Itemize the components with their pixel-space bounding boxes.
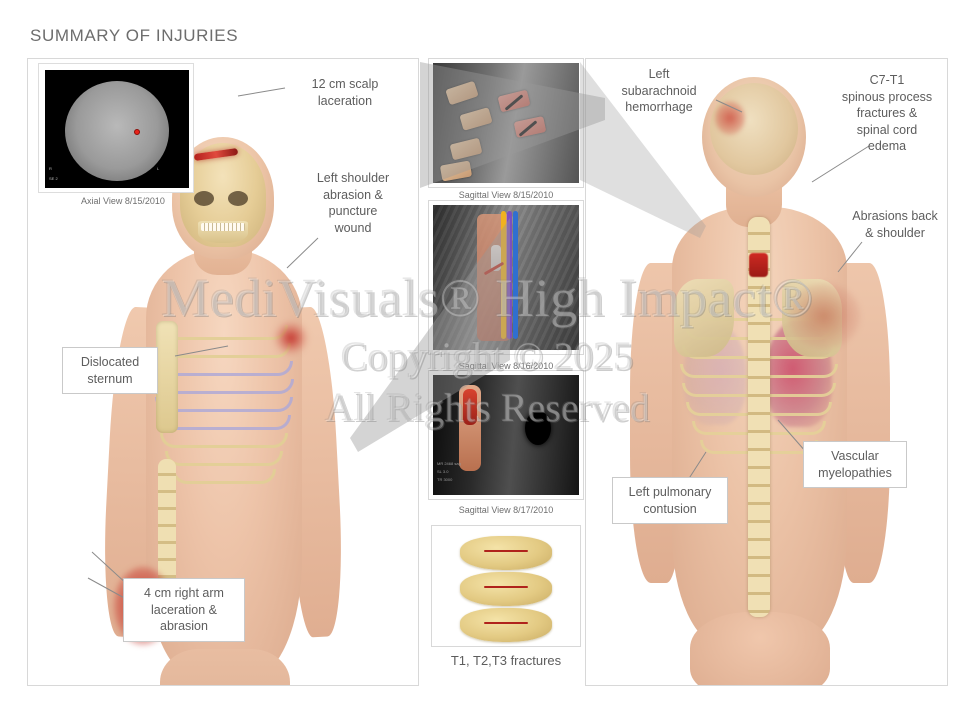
- sagittal-mri-mid: [428, 200, 584, 355]
- axial-ct-image: R L SE 2: [45, 70, 189, 188]
- posterior-body-figure: [616, 67, 906, 685]
- shoulder-puncture-marker: [274, 321, 308, 355]
- sagittal-ct-top-image: [433, 63, 579, 183]
- anterior-pelvis: [160, 649, 290, 685]
- vertebra-t3: [460, 608, 552, 642]
- spine-3d-image: [436, 530, 576, 642]
- sagittal-ct-top: [428, 58, 584, 188]
- spine-3d-render: [431, 525, 581, 647]
- callout-scalp-laceration: 12 cm scalp laceration: [311, 77, 379, 108]
- c7-t1-fracture-marker: [749, 253, 768, 277]
- hemorrhage-marker: [134, 129, 141, 135]
- axial-ct-inset: R L SE 2: [38, 63, 194, 193]
- callout-abrasions-back: Abrasions back & shoulder: [852, 209, 938, 240]
- orbit-right: [228, 191, 248, 206]
- vertebra-t1: [460, 536, 552, 570]
- back-abrasion-marker: [788, 283, 860, 349]
- spine-3d-caption: T1, T2,T3 fractures: [450, 653, 562, 668]
- posterior-view-panel: [585, 58, 948, 686]
- posterior-spine: [748, 217, 770, 617]
- vertebra-t2: [460, 572, 552, 606]
- sagittal-mri-mid-image: [433, 205, 579, 350]
- sagittal-bottom-caption: Sagittal View 8/17/2010: [458, 505, 554, 515]
- callout-c7-t1: C7-T1 spinous process fractures & spinal…: [841, 73, 933, 153]
- orbit-left: [194, 191, 214, 206]
- callout-left-shoulder: Left shoulder abrasion & puncture wound: [316, 171, 390, 235]
- teeth: [201, 223, 245, 231]
- brain-parenchyma: [65, 81, 169, 182]
- callout-vascular-myelopathies: Vascular myelopathies: [803, 441, 907, 488]
- projection-wedge-right: [580, 62, 706, 238]
- page-title: SUMMARY OF INJURIES: [30, 26, 239, 45]
- sagittal-mid-caption: Sagittal View 8/16/2010: [458, 361, 554, 371]
- callout-right-arm-laceration: 4 cm right arm laceration & abrasion: [123, 578, 245, 642]
- projection-wedge-upper: [420, 62, 605, 188]
- projection-wedge-lower: [350, 218, 510, 452]
- sagittal-ct-bottom: MR 2468 sag SL 3.0 TR 3000: [428, 370, 584, 500]
- sagittal-ct-bottom-image: MR 2468 sag SL 3.0 TR 3000: [433, 375, 579, 495]
- callout-left-pulmonary-contusion: Left pulmonary contusion: [612, 477, 728, 524]
- posterior-pelvis: [690, 612, 830, 685]
- scapula-left: [674, 279, 734, 357]
- callout-dislocated-sternum: Dislocated sternum: [62, 347, 158, 394]
- sternum: [156, 321, 178, 433]
- axial-caption: Axial View 8/15/2010: [81, 196, 165, 206]
- callout-subarachnoid-hemorrhage: Left subarachnoid hemorrhage: [621, 67, 697, 114]
- sagittal-top-caption: Sagittal View 8/15/2010: [458, 190, 554, 200]
